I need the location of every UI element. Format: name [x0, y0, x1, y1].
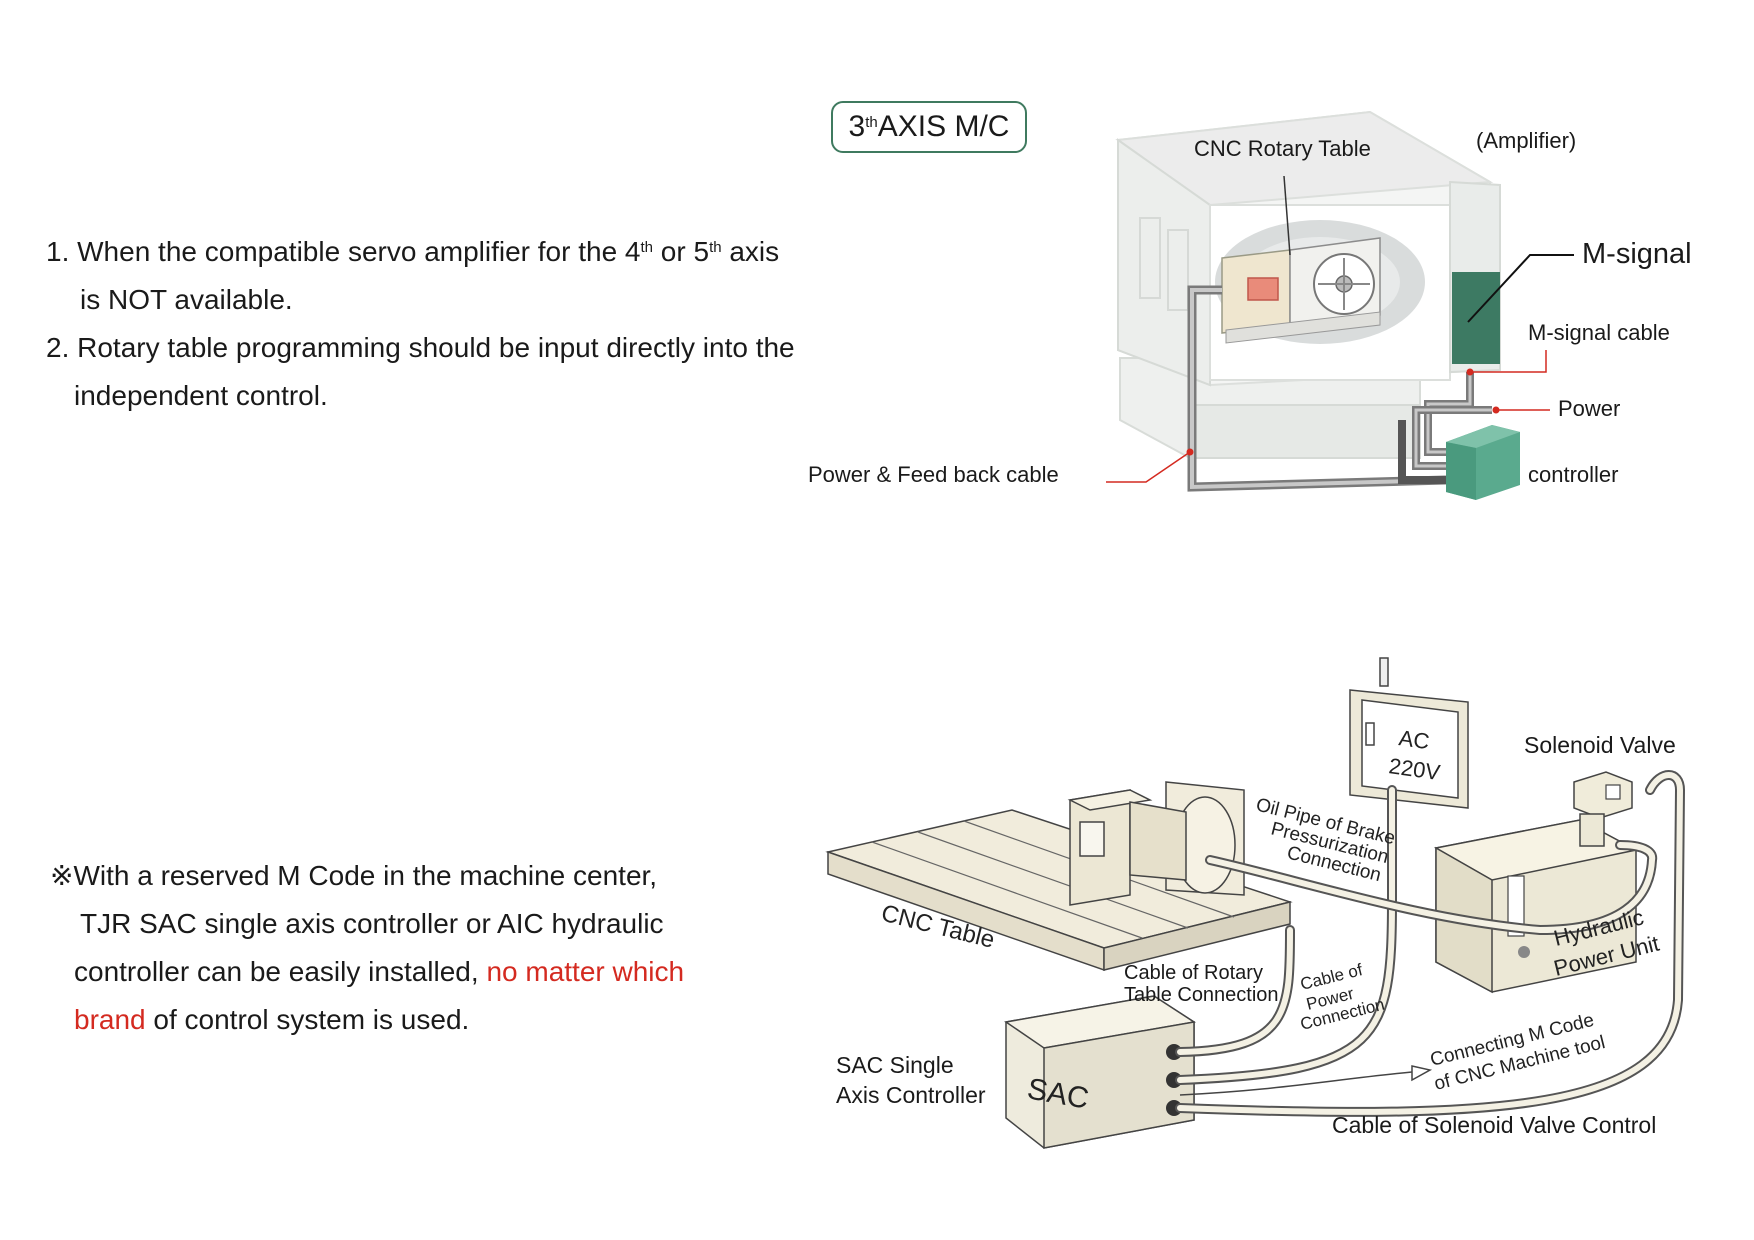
- cnc-rotary-table-label: CNC Rotary Table: [1194, 136, 1371, 161]
- m-signal-label: M-signal: [1582, 238, 1692, 270]
- remark-highlight-1: no matter which: [486, 956, 685, 987]
- machining-center-illustration: [1115, 110, 1574, 460]
- note-1-text-b: or 5: [653, 236, 710, 267]
- solenoid-cable-label: Cable of Solenoid Valve Control: [1332, 1112, 1657, 1138]
- m-signal-cable-label: M-signal cable: [1528, 320, 1670, 345]
- note-1: 1. When the compatible servo amplifier f…: [46, 228, 779, 276]
- remark-line-3-text: controller can be easily installed,: [74, 956, 487, 987]
- note-1-line-2: is NOT available.: [80, 284, 293, 315]
- remark-line-4: brand of control system is used.: [74, 996, 469, 1044]
- badge-sup: th: [865, 114, 878, 131]
- cable-rotary-label-1: Cable of Rotary: [1124, 962, 1263, 984]
- sac-system-illustration: [825, 657, 1686, 1149]
- solenoid-valve-label: Solenoid Valve: [1524, 732, 1676, 758]
- controller-label: controller: [1528, 462, 1619, 487]
- cables: [1187, 285, 1492, 492]
- sac-controller-label: SAC Single Axis Controller: [836, 1050, 986, 1110]
- note-1-sup-2: th: [709, 239, 722, 256]
- power-label: Power: [1558, 396, 1621, 421]
- remark-highlight-2: brand: [74, 1004, 146, 1035]
- note-1-text-c: axis: [721, 236, 780, 267]
- controller-box: [1446, 425, 1520, 500]
- sac-controller-label-2: Axis Controller: [836, 1082, 986, 1108]
- leader-lines: [1106, 350, 1550, 483]
- amplifier-panel: [1452, 272, 1500, 364]
- ac-label-1: AC: [1397, 725, 1431, 754]
- rotary-table-icon: [1221, 237, 1381, 344]
- cable-rotary-label-2: Table Connection: [1124, 984, 1279, 1006]
- note-2-line-2: independent control.: [74, 380, 328, 411]
- note-2-line-1: 2. Rotary table programming should be in…: [46, 332, 795, 363]
- remark-line-3: controller can be easily installed, no m…: [74, 948, 684, 996]
- remark-line-4-text: of control system is used.: [145, 1004, 470, 1035]
- note-1-sup-1: th: [640, 239, 654, 256]
- cable-rotary-label: Cable of Rotary Table Connection: [1124, 962, 1279, 1006]
- badge-text: AXIS M/C: [877, 110, 1010, 143]
- remark-line-1: ※With a reserved M Code in the machine c…: [50, 860, 658, 891]
- badge-number: 3: [848, 110, 866, 143]
- remark-line-2: TJR SAC single axis controller or AIC hy…: [80, 908, 664, 939]
- amplifier-label: (Amplifier): [1476, 128, 1577, 153]
- note-1-text-a: 1. When the compatible servo amplifier f…: [46, 236, 641, 267]
- sac-controller-label-1: SAC Single: [836, 1052, 954, 1078]
- power-feedback-cable-label: Power & Feed back cable: [808, 462, 1059, 487]
- axis-mc-badge: 3thAXIS M/C: [831, 101, 1027, 153]
